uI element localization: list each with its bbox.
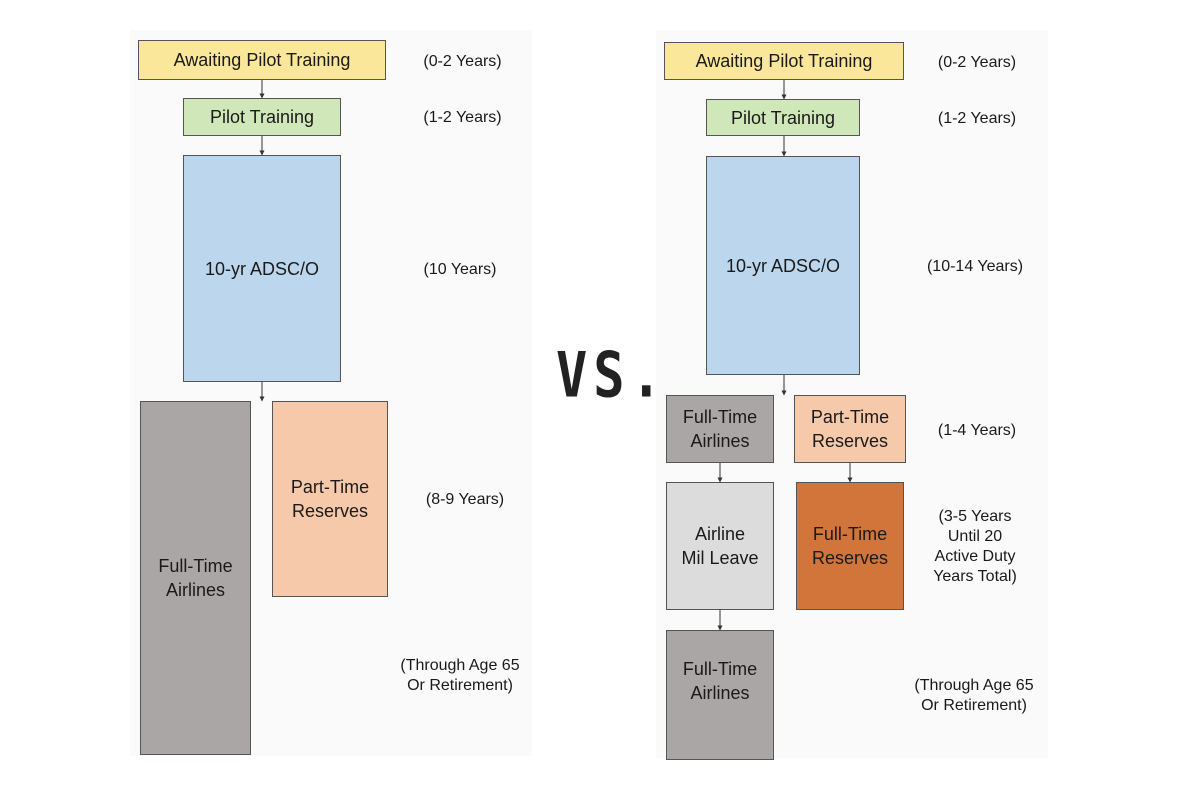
- left-pilot-training-box: Pilot Training: [183, 98, 341, 136]
- left-duration-awaiting: (0-2 Years): [423, 53, 502, 70]
- left-duration-retirement: (Through Age 65 Or Retirement): [400, 657, 520, 694]
- right-duration-ftreserves: (3-5 Years Until 20 Active Duty Years To…: [933, 508, 1017, 585]
- right-duration-retirement: (Through Age 65 Or Retirement): [914, 677, 1034, 714]
- right-awaiting-pilot-training-box: Awaiting Pilot Training: [664, 42, 904, 80]
- right-duration-training: (1-2 Years): [937, 110, 1017, 127]
- left-parttime-reserves-box: Part-Time Reserves: [272, 401, 388, 597]
- right-fulltime-airlines-box-1: Full-Time Airlines: [666, 395, 774, 463]
- vs-label: VS.: [556, 340, 668, 412]
- right-fulltime-airlines-box-2: Full-Time Airlines: [666, 630, 774, 760]
- left-duration-training: (1-2 Years): [423, 109, 502, 126]
- right-pilot-training-box: Pilot Training: [706, 99, 860, 136]
- right-fulltime-reserves-box: Full-Time Reserves: [796, 482, 904, 610]
- right-parttime-reserves-box: Part-Time Reserves: [794, 395, 906, 463]
- right-duration-adsc: (10-14 Years): [926, 258, 1024, 275]
- left-awaiting-pilot-training-box: Awaiting Pilot Training: [138, 40, 386, 80]
- right-duration-awaiting: (0-2 Years): [937, 54, 1017, 71]
- left-duration-parttime: (8-9 Years): [425, 491, 505, 508]
- right-adsc-box: 10-yr ADSC/O: [706, 156, 860, 375]
- left-duration-adsc: (10 Years): [423, 261, 497, 278]
- right-duration-split: (1-4 Years): [937, 422, 1017, 439]
- right-airline-mil-leave-box: Airline Mil Leave: [666, 482, 774, 610]
- left-adsc-box: 10-yr ADSC/O: [183, 155, 341, 382]
- left-fulltime-airlines-box: Full-Time Airlines: [140, 401, 251, 755]
